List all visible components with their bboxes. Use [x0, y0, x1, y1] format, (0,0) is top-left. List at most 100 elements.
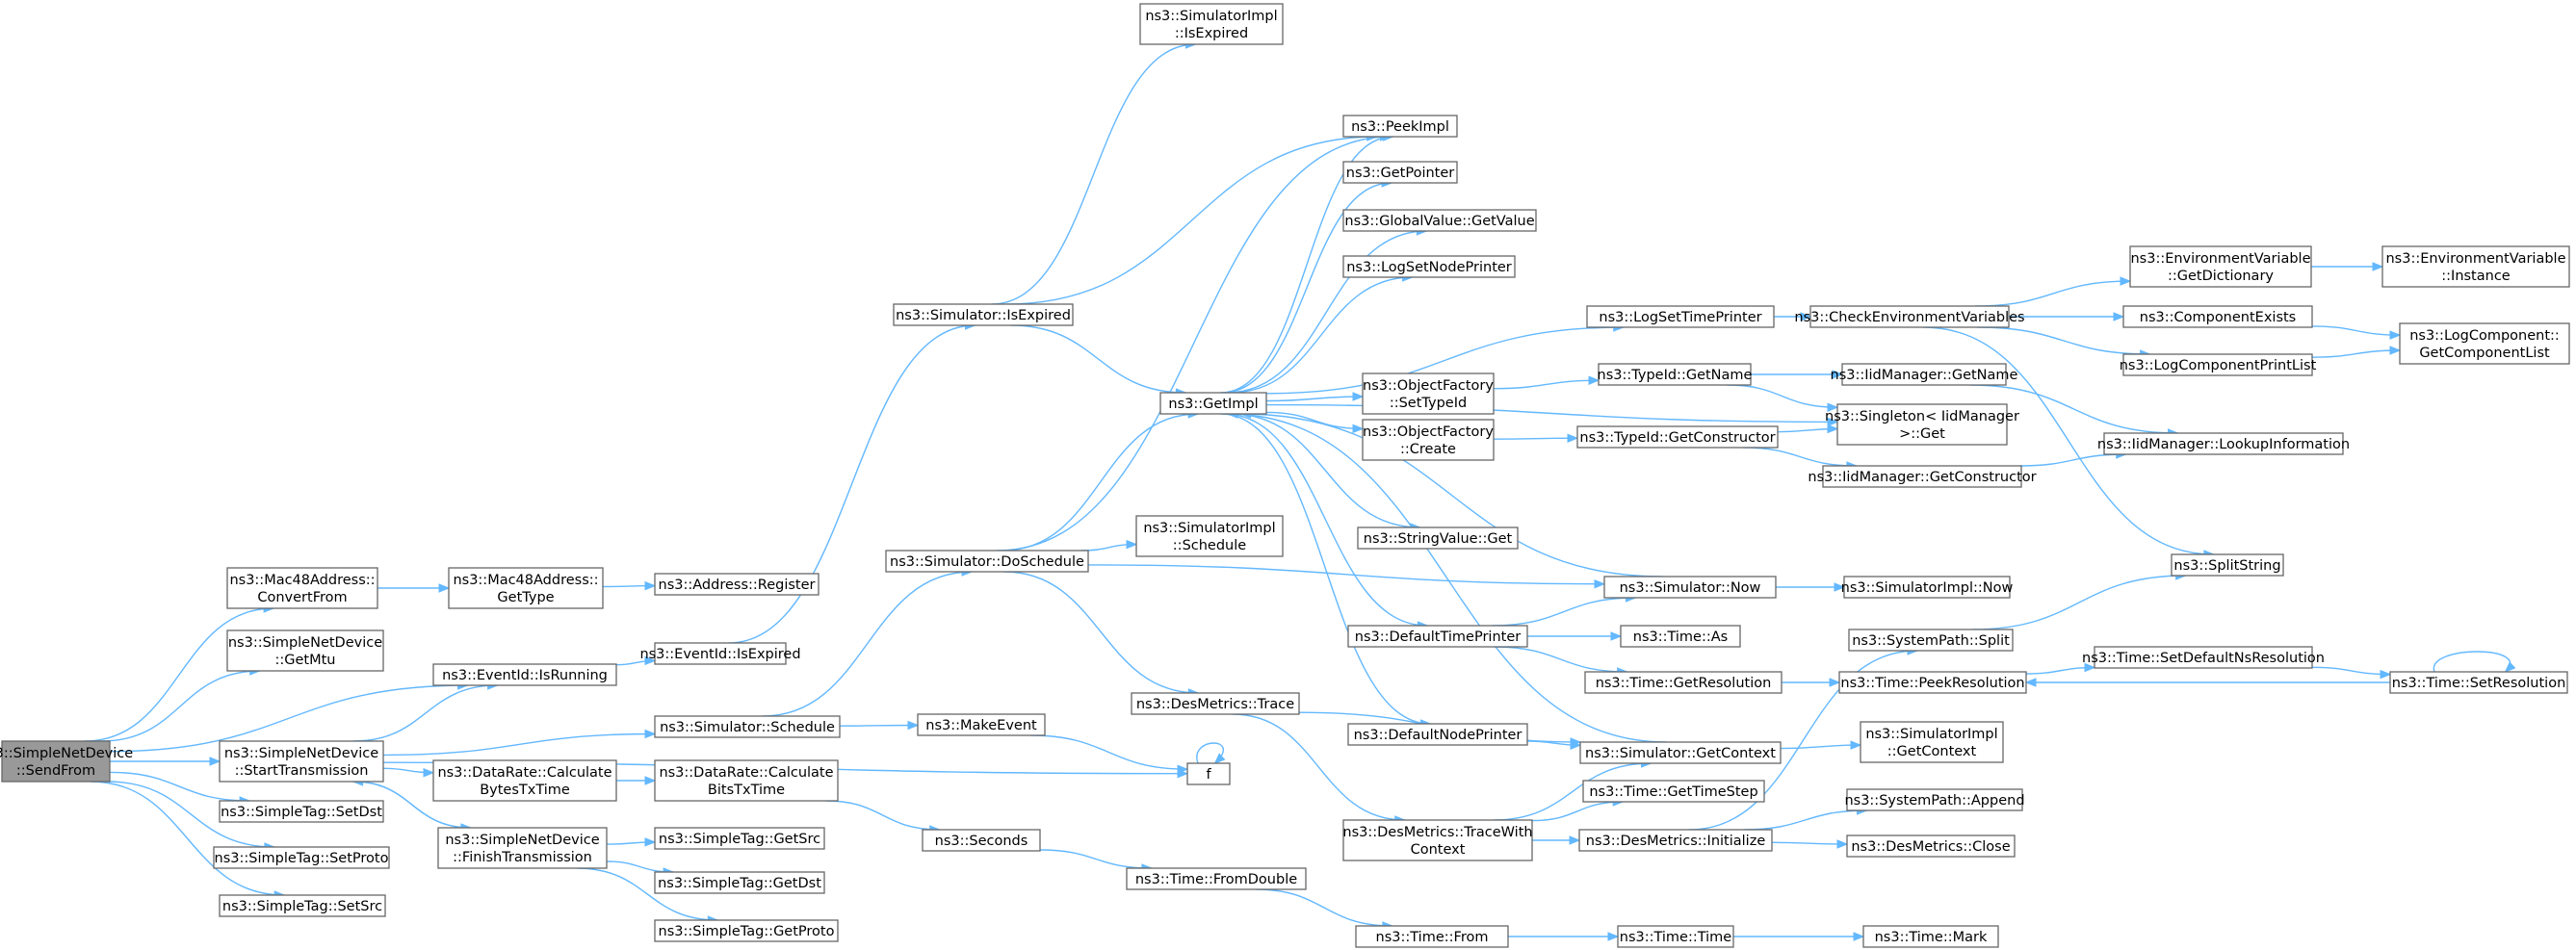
node-ns3-simulatorimpl-isexpired[interactable]: ns3::SimulatorImpl::IsExpired	[1139, 3, 1284, 45]
node-box[interactable]	[2094, 646, 2313, 669]
node-box[interactable]	[1347, 723, 1528, 746]
node-ns3-checkenvironmentvariables[interactable]: ns3::CheckEnvironmentVariables	[1794, 305, 2025, 328]
node-box[interactable]	[1848, 629, 2014, 652]
node-ns3-desmetrics-close[interactable]: ns3::DesMetrics::Close	[1846, 834, 2016, 858]
node-box[interactable]	[219, 800, 384, 823]
node-ns3-logsetnodeprinter[interactable]: ns3::LogSetNodePrinter	[1342, 255, 1516, 278]
node-ns3-makeevent[interactable]: ns3::MakeEvent	[917, 713, 1046, 736]
node-box[interactable]	[1362, 372, 1495, 415]
node-box[interactable]	[1603, 576, 1777, 599]
node-ns3-simplenetdevice-starttransmission[interactable]: ns3::SimpleNetDevice::StartTransmission	[219, 740, 384, 783]
node-box[interactable]	[1139, 3, 1284, 45]
node-ns3-simulator-isexpired[interactable]: ns3::Simulator::IsExpired	[893, 303, 1074, 326]
node-box[interactable]	[654, 642, 787, 665]
node-ns3-objectfactory-create[interactable]: ns3::ObjectFactory::Create	[1362, 419, 1495, 461]
node-ns3-simulator-getcontext[interactable]: ns3::Simulator::GetContext	[1579, 741, 1782, 764]
node-box[interactable]	[1186, 762, 1231, 785]
node-box[interactable]	[437, 827, 608, 869]
node-box[interactable]	[2122, 305, 2313, 328]
node-ns3-getpointer[interactable]: ns3::GetPointer	[1342, 161, 1458, 184]
node-ns3-simulator-now[interactable]: ns3::Simulator::Now	[1603, 576, 1777, 599]
node-ns3-iidmanager-getname[interactable]: ns3::IidManager::GetName	[1831, 363, 2018, 386]
node-ns3-defaultnodeprinter[interactable]: ns3::DefaultNodePrinter	[1347, 723, 1528, 746]
node-box[interactable]	[1131, 692, 1300, 715]
node-box[interactable]	[226, 629, 384, 672]
node-box[interactable]	[1598, 363, 1752, 386]
node-ns3-simulator-doschedule[interactable]: ns3::Simulator::DoSchedule	[885, 550, 1089, 573]
node-box[interactable]	[1342, 115, 1458, 138]
node-box[interactable]	[1347, 625, 1528, 648]
node-ns3-logcomponentprintlist[interactable]: ns3::LogComponentPrintList	[2120, 353, 2317, 376]
node-box[interactable]	[1342, 209, 1537, 232]
node-ns3-address-register[interactable]: ns3::Address::Register	[654, 573, 820, 596]
node-ns3-time-getresolution[interactable]: ns3::Time::GetResolution	[1584, 671, 1782, 694]
node-ns3-objectfactory-settypeid[interactable]: ns3::ObjectFactory::SetTypeId	[1362, 372, 1495, 415]
node-box[interactable]	[2171, 553, 2284, 577]
node-box[interactable]	[654, 759, 839, 802]
node-box[interactable]	[1617, 925, 1734, 948]
node-ns3-environmentvariable-getdictionary[interactable]: ns3::EnvironmentVariable::GetDictionary	[2129, 245, 2312, 288]
node-box[interactable]	[219, 740, 384, 783]
node-box[interactable]	[1342, 255, 1516, 278]
node-ns3-logsettimeprinter[interactable]: ns3::LogSetTimePrinter	[1586, 305, 1775, 328]
node-ns3-systempath-append[interactable]: ns3::SystemPath::Append	[1844, 788, 2025, 811]
node-ns3-globalvalue-getvalue[interactable]: ns3::GlobalValue::GetValue	[1342, 209, 1537, 232]
node-ns3-splitstring[interactable]: ns3::SplitString	[2171, 553, 2284, 577]
node-ns3-eventid-isrunning[interactable]: ns3::EventId::IsRunning	[432, 663, 617, 686]
node-box[interactable]	[2389, 671, 2568, 694]
node-ns3-seconds[interactable]: ns3::Seconds	[922, 829, 1041, 852]
node-box[interactable]	[1846, 834, 2016, 858]
node-box[interactable]	[1576, 425, 1779, 449]
node-ns3-time-time[interactable]: ns3::Time::Time	[1617, 925, 1734, 948]
node-ns3-time-gettimestep[interactable]: ns3::Time::GetTimeStep	[1582, 780, 1765, 803]
node-ns3-getimpl[interactable]: ns3::GetImpl	[1159, 392, 1267, 415]
node-box[interactable]	[1584, 671, 1782, 694]
node-ns3-typeid-getname[interactable]: ns3::TypeId::GetName	[1598, 363, 1753, 386]
node-box[interactable]	[1342, 161, 1458, 184]
node-box[interactable]	[448, 567, 604, 609]
node-ns3-iidmanager-getconstructor[interactable]: ns3::IidManager::GetConstructor	[1808, 465, 2037, 488]
node-box[interactable]	[432, 663, 617, 686]
node-box[interactable]	[893, 303, 1074, 326]
node-ns3-simpletag-setsrc[interactable]: ns3::SimpleTag::SetSrc	[219, 894, 386, 917]
node-box[interactable]	[1860, 721, 2004, 763]
node-ns3-simpletag-getdst[interactable]: ns3::SimpleTag::GetDst	[654, 871, 825, 894]
node-ns3-time-fromdouble[interactable]: ns3::Time::FromDouble	[1126, 867, 1307, 890]
node-ns3-mac48address-convertfrom[interactable]: ns3::Mac48Address::ConvertFrom	[226, 567, 378, 609]
node-ns3-componentexists[interactable]: ns3::ComponentExists	[2122, 305, 2313, 328]
node-ns3-simulatorimpl-now[interactable]: ns3::SimulatorImpl::Now	[1841, 576, 2014, 599]
node-ns3-simpletag-getsrc[interactable]: ns3::SimpleTag::GetSrc	[654, 827, 825, 850]
node-ns3-desmetrics-initialize[interactable]: ns3::DesMetrics::Initialize	[1578, 829, 1773, 852]
node-ns3-simpletag-setproto[interactable]: ns3::SimpleTag::SetProto	[213, 846, 390, 869]
node-box[interactable]	[1, 740, 111, 783]
node-box[interactable]	[432, 759, 617, 802]
node-ns3-time-peekresolution[interactable]: ns3::Time::PeekResolution	[1838, 671, 2027, 694]
node-box[interactable]	[2381, 245, 2570, 288]
node-ns3-time-setdefaultnsresolution[interactable]: ns3::Time::SetDefaultNsResolution	[2082, 646, 2325, 669]
node-box[interactable]	[917, 713, 1046, 736]
node-box[interactable]	[1846, 788, 2023, 811]
node-box[interactable]	[885, 550, 1089, 573]
node-ns3-peekimpl[interactable]: ns3::PeekImpl	[1342, 115, 1458, 138]
node-box[interactable]	[654, 919, 839, 942]
node-box[interactable]	[2129, 245, 2312, 288]
node-ns3-defaulttimeprinter[interactable]: ns3::DefaultTimePrinter	[1347, 625, 1528, 648]
node-ns3-mac48address-gettype[interactable]: ns3::Mac48Address::GetType	[448, 567, 604, 609]
node-box[interactable]	[2122, 353, 2313, 376]
node-ns3-simulatorimpl-getcontext[interactable]: ns3::SimulatorImpl::GetContext	[1860, 721, 2004, 763]
node-box[interactable]	[1836, 403, 2008, 446]
node-box[interactable]	[1579, 741, 1782, 764]
node-box[interactable]	[654, 715, 841, 738]
node-box[interactable]	[654, 871, 825, 894]
node-ns3-eventid-isexpired[interactable]: ns3::EventId::IsExpired	[639, 642, 801, 665]
node-box[interactable]	[2399, 322, 2570, 365]
node-box[interactable]	[1838, 671, 2027, 694]
node-ns3-environmentvariable-instance[interactable]: ns3::EnvironmentVariable::Instance	[2381, 245, 2570, 288]
node-box[interactable]	[654, 827, 825, 850]
node-box[interactable]	[1159, 392, 1267, 415]
node-ns3-simplenetdevice-sendfrom[interactable]: ns3::SimpleNetDevice::SendFrom	[0, 740, 133, 783]
node-ns3-time-from[interactable]: ns3::Time::From	[1355, 925, 1509, 948]
